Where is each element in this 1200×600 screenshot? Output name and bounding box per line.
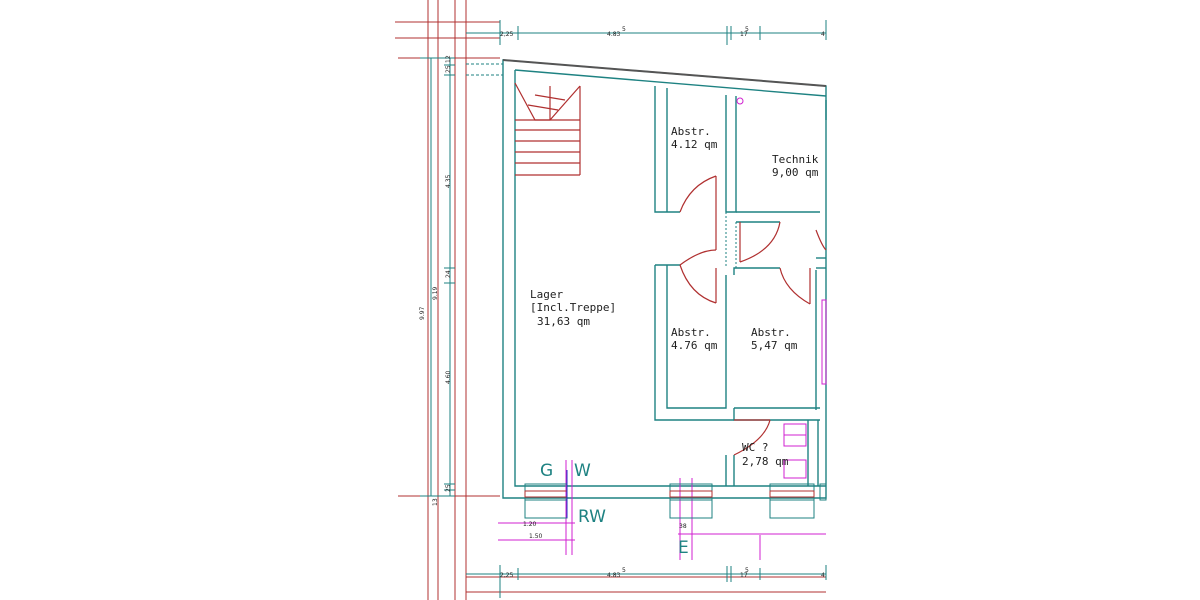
room-abstr2-name: Abstr. [671, 326, 711, 339]
doors [679, 175, 827, 456]
room-abstr1-name: Abstr. [671, 125, 711, 138]
dim-top-1: 2,25 [500, 31, 514, 38]
dim-left-mid: 24 [445, 270, 452, 278]
dim-window-c: 38 [679, 523, 687, 530]
dim-left-upper: 4.35 [445, 174, 452, 188]
room-wc-area: 2,78 qm [742, 455, 789, 468]
room-abstr3-area: 5,47 qm [751, 339, 798, 352]
dim-top-2: 4.83 [607, 31, 621, 38]
dim-left-bot-a: 13 [432, 498, 439, 506]
dim-top-4: 17 [740, 31, 748, 38]
room-lager-name: Lager [530, 288, 563, 301]
dim-left-inner: 9.19 [432, 286, 439, 300]
dim-left-lower: 4.60 [445, 370, 452, 384]
room-technik-area: 9,00 qm [772, 166, 819, 179]
marker-e: E [678, 538, 689, 558]
stairs [514, 82, 581, 176]
marker-w: W [574, 461, 591, 481]
reference-lines [395, 0, 826, 600]
room-wc-name: WC ? [742, 441, 769, 454]
dim-left-bot-b: 25 [445, 484, 452, 492]
dim-left-top-a: 25 [445, 65, 452, 73]
room-lager-note: [Incl.Treppe] [530, 301, 616, 314]
marker-g: G [540, 461, 553, 481]
dim-left-top-b: 12 [445, 55, 452, 63]
marker-rw: RW [578, 507, 606, 527]
bottom-dimension-chain [466, 565, 827, 598]
room-lager-area: 31,63 qm [537, 315, 590, 328]
door-openings [725, 212, 737, 268]
dim-bottom-6: 4 [821, 572, 825, 579]
room-technik-name: Technik [772, 153, 819, 166]
room-abstr1-area: 4.12 qm [671, 138, 718, 151]
left-dimension-chain [420, 57, 455, 497]
outer-walls [466, 59, 827, 499]
windows [524, 470, 827, 519]
top-dimension-chain [466, 20, 827, 45]
dim-bottom-3: 5 [622, 567, 626, 574]
fixtures [498, 97, 827, 560]
dim-bottom-1: 2,25 [500, 572, 514, 579]
dim-bottom-4: 17 [740, 572, 748, 579]
dim-top-5: 5 [745, 26, 749, 33]
dim-bottom-2: 4.83 [607, 572, 621, 579]
dim-window-a: 1.20 [523, 521, 537, 528]
dim-window-b: 1.50 [529, 533, 543, 540]
dim-left-total: 9.97 [419, 306, 426, 320]
room-abstr3-name: Abstr. [751, 326, 791, 339]
dim-bottom-5: 5 [745, 567, 749, 574]
dim-top-3: 5 [622, 26, 626, 33]
room-abstr2-area: 4.76 qm [671, 339, 718, 352]
dim-top-6: 4 [821, 31, 825, 38]
